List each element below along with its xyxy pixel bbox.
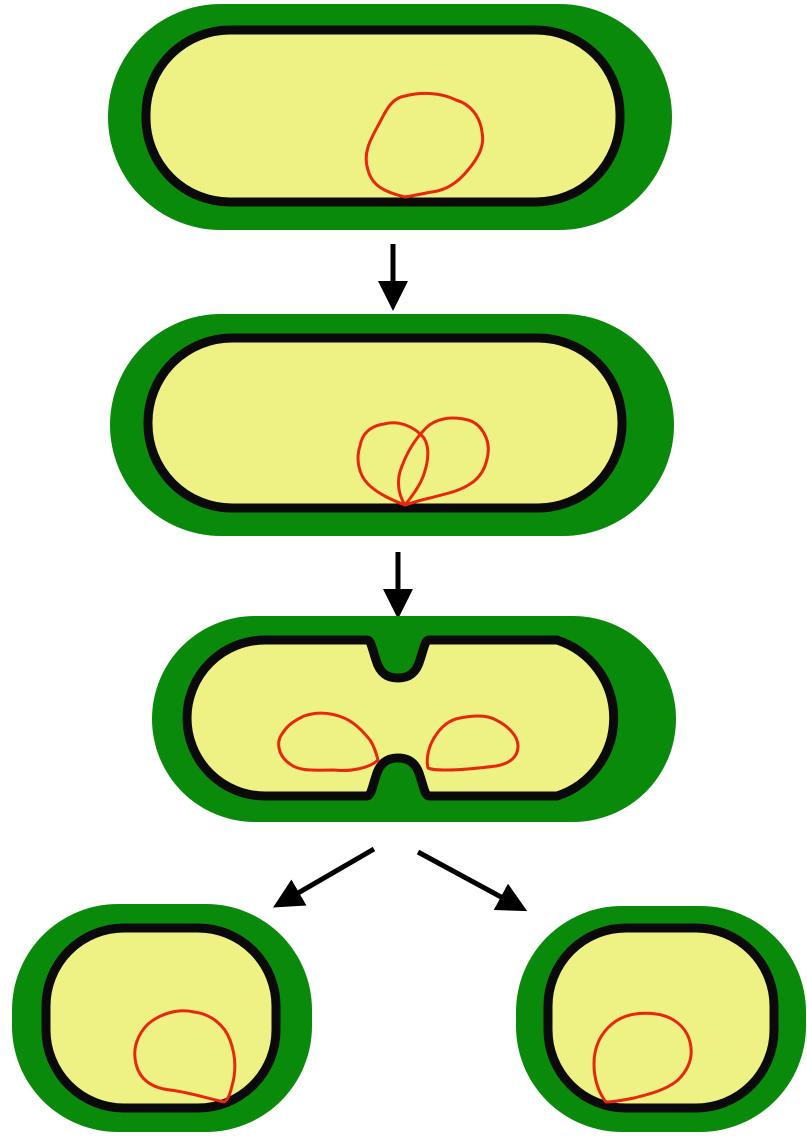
replicating-cell <box>110 314 674 536</box>
daughter-cell-left <box>12 904 312 1132</box>
cell-membrane <box>41 923 281 1113</box>
chromosome-b <box>396 416 490 507</box>
cell-membrane <box>543 923 779 1113</box>
chromosome-a <box>356 421 430 507</box>
chromosome-right <box>425 714 520 772</box>
chromosome <box>592 1011 693 1104</box>
arrow-right <box>416 849 528 912</box>
chromosome <box>364 91 485 199</box>
parent-cell <box>108 4 672 230</box>
chromosome-left <box>277 711 380 772</box>
chromosome <box>133 1009 237 1104</box>
arrow-left <box>273 846 376 908</box>
daughter-cell-right <box>516 906 806 1132</box>
dividing-cell <box>152 616 676 822</box>
cell-membrane <box>182 635 619 801</box>
